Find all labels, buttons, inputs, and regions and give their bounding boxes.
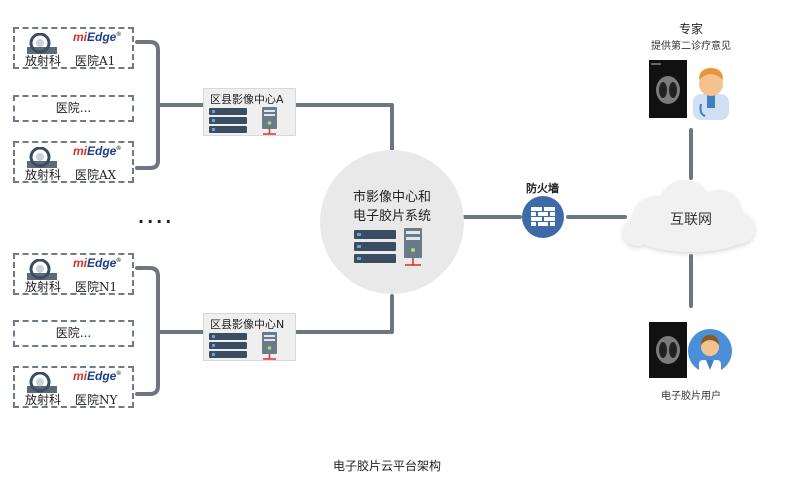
user-icon [649, 322, 732, 378]
hospital-more-a: 医院... [13, 95, 134, 122]
film-user-label: 电子胶片用户 [661, 391, 721, 402]
server-icon [209, 332, 277, 360]
miedge-logo: miEdge® [73, 369, 121, 383]
diagram-caption: 电子胶片云平台架构 [332, 459, 441, 473]
doctor-icon [649, 60, 729, 120]
department-label: 放射科 [25, 168, 62, 182]
ct-scanner-icon [27, 33, 57, 54]
county-center-label: 区县影像中心N [210, 318, 285, 331]
county-imaging-center-n: 区县影像中心N [203, 313, 296, 361]
county-a-to-center [295, 103, 394, 152]
ct-scanner-icon [27, 372, 57, 393]
hospital-name: 医院AX [75, 168, 117, 182]
miedge-logo: miEdge® [73, 30, 121, 44]
county-imaging-center-a: 区县影像中心A [203, 88, 296, 136]
expert-subtitle: 提供第二诊疗意见 [651, 41, 731, 52]
city-imaging-center: 市影像中心和 电子胶片系统 [320, 150, 464, 294]
miedge-logo: miEdge® [73, 256, 121, 270]
hospital-ny: 放射科 miEdge® 医院NY [13, 366, 134, 408]
hospital-a1: 放射科 miEdge® 医院A1 [13, 27, 134, 69]
server-icon [354, 228, 422, 266]
county-n-to-center [295, 294, 394, 334]
hospital-name: 医院N1 [75, 280, 118, 294]
department-label: 放射科 [25, 280, 62, 294]
hospital-name: 医院NY [75, 393, 118, 407]
department-label: 放射科 [25, 393, 62, 407]
server-icon [209, 107, 277, 135]
hospital-ax: 放射科 miEdge® 医院AX [13, 141, 134, 183]
cloud-icon [623, 180, 755, 252]
ct-scanner-icon [27, 259, 57, 280]
city-center-title-line2: 电子胶片系统 [352, 209, 431, 224]
expert-title: 专家 [678, 22, 703, 36]
bracket-a [135, 40, 160, 170]
firewall-label: 防火墙 [526, 182, 559, 195]
hospital-n1: 放射科 miEdge® 医院N1 [13, 253, 134, 295]
bracket-n [135, 266, 160, 396]
hospital-name: 医院A1 [75, 54, 116, 68]
department-label: 放射科 [25, 54, 62, 68]
county-center-label: 区县影像中心A [210, 93, 284, 106]
internet-label: 互联网 [670, 212, 712, 228]
miedge-logo: miEdge® [73, 144, 121, 158]
ellipsis: .... [138, 208, 175, 227]
hospital-more-n: 医院... [13, 320, 134, 347]
brick-wall-icon [531, 207, 555, 226]
firewall [522, 196, 564, 238]
ct-scanner-icon [27, 147, 57, 168]
city-center-title-line1: 市影像中心和 [352, 190, 431, 205]
